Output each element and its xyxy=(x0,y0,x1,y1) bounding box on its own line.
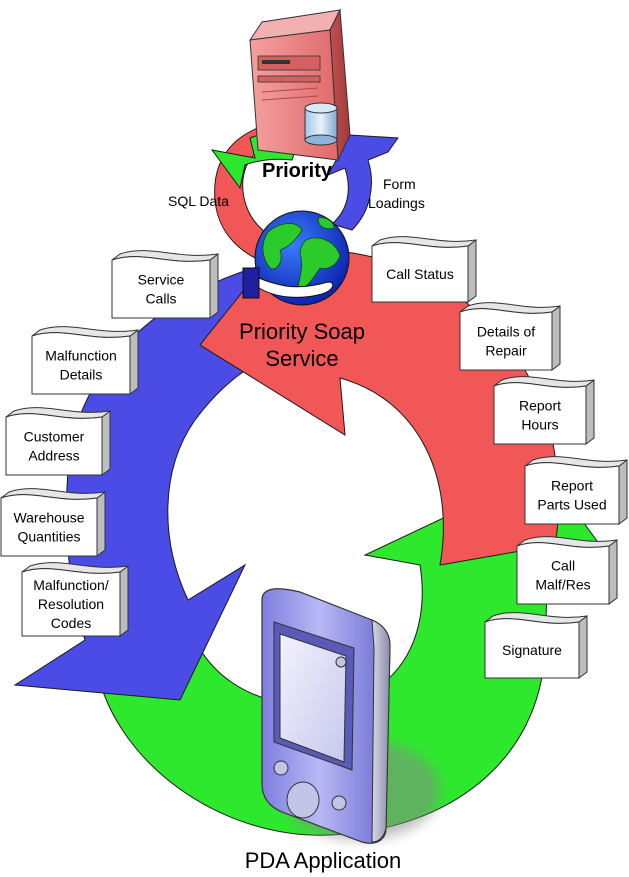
soap-service-label-line2: Service xyxy=(265,346,338,371)
right-card-3-text: Hours xyxy=(521,417,558,433)
left-card-group: ServiceCallsMalfunctionDetailsCustomerAd… xyxy=(0,250,219,637)
right-card-1: Call Status xyxy=(371,236,477,303)
right-card-1-text: Call Status xyxy=(386,266,454,282)
left-card-5-text: Codes xyxy=(51,615,91,631)
left-card-4-text: Warehouse xyxy=(13,510,84,526)
sql-data-label: SQL Data xyxy=(168,193,229,209)
left-card-2-text: Details xyxy=(60,367,103,383)
right-card-2: Details of Repair xyxy=(459,302,561,371)
form-loadings-label-line1: Form xyxy=(383,176,416,192)
left-card-1-text: Calls xyxy=(145,291,176,307)
pda-icon xyxy=(261,588,440,844)
left-card-1-text: Service xyxy=(138,272,185,288)
right-card-6: Signature xyxy=(484,612,588,679)
right-card-2-text: Repair xyxy=(485,343,527,359)
pda-application-label: PDA Application xyxy=(245,848,402,873)
right-card-4-text: Parts Used xyxy=(537,497,606,513)
left-card-3-text: Customer xyxy=(24,429,85,445)
hand-icon xyxy=(242,267,334,299)
left-card-5-text: Resolution xyxy=(38,596,104,612)
globe-icon xyxy=(254,210,350,306)
soap-service-label-line1: Priority Soap xyxy=(239,319,365,344)
right-card-4-text: Report xyxy=(551,478,593,494)
form-loadings-label-line2: Loadings xyxy=(368,195,425,211)
left-card-5-text: Malfunction/ xyxy=(33,577,109,593)
left-card-3-text: Address xyxy=(28,448,79,464)
left-card-2-text: Malfunction xyxy=(45,348,117,364)
right-card-3-text: Report xyxy=(519,398,561,414)
right-card-2-text: Details of xyxy=(477,324,535,340)
left-card-4-text: Quantities xyxy=(17,529,80,545)
right-card-5-text: Malf/Res xyxy=(535,577,590,593)
database-icon xyxy=(304,102,338,146)
server-label: Priority xyxy=(262,160,333,182)
right-card-6-text: Signature xyxy=(502,642,562,658)
right-card-5-text: Call xyxy=(551,558,575,574)
